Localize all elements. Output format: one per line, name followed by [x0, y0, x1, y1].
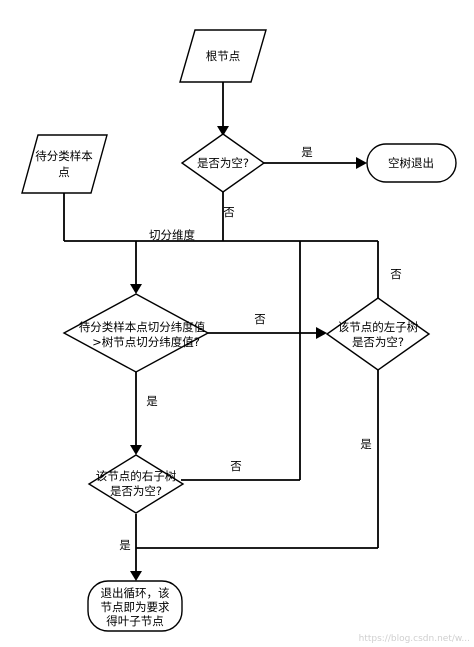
is-empty-decision	[180, 133, 266, 193]
right-empty-decision	[87, 454, 185, 514]
edge-label-split-dim: 切分维度	[149, 228, 195, 242]
right-empty-label-2: 是否为空?	[110, 484, 162, 498]
edge-label-right-yes: 是	[119, 538, 131, 552]
exit-loop-node	[87, 580, 183, 632]
edge-label-compare-no: 否	[254, 312, 266, 326]
edge-label-left-yes: 是	[360, 437, 372, 451]
edge-label-compare-yes: 是	[146, 394, 158, 408]
arrowhead	[130, 284, 142, 294]
compare-decision	[62, 293, 210, 373]
is-empty-label: 是否为空?	[197, 156, 249, 170]
arrowhead	[217, 126, 229, 136]
left-empty-label-2: 是否为空?	[352, 335, 404, 349]
sample-node-label-2: 点	[58, 165, 70, 179]
arrowhead	[130, 571, 142, 581]
edge-label-empty-yes: 是	[301, 145, 313, 159]
compare-label-1: 待分类样本点切分纬度值	[79, 320, 206, 334]
edge-label-right-no: 否	[230, 459, 242, 473]
left-empty-decision	[325, 297, 431, 371]
compare-label-2: >树节点切分纬度值?	[92, 335, 200, 349]
root-node-label: 根节点	[206, 49, 241, 63]
edge-label-left-no: 否	[390, 267, 402, 281]
sample-node	[21, 134, 108, 194]
exit-loop-label-3: 得叶子节点	[106, 614, 164, 628]
exit-loop-label-1: 退出循环，该	[101, 586, 170, 600]
watermark: https://blog.csdn.net/w...	[359, 634, 470, 644]
arrowhead	[356, 157, 367, 169]
arrowhead	[316, 327, 327, 339]
empty-exit-label: 空树退出	[388, 156, 434, 170]
right-empty-label-1: 该节点的右子树	[96, 469, 177, 483]
sample-node-label-1: 待分类样本	[35, 149, 93, 163]
empty-exit-node	[366, 143, 457, 183]
root-node	[179, 29, 267, 83]
left-empty-label-1: 该节点的左子树	[338, 320, 419, 334]
exit-loop-label-2: 节点即为要求	[101, 600, 170, 614]
arrowhead	[130, 445, 142, 455]
edge-label-empty-no: 否	[223, 205, 235, 219]
